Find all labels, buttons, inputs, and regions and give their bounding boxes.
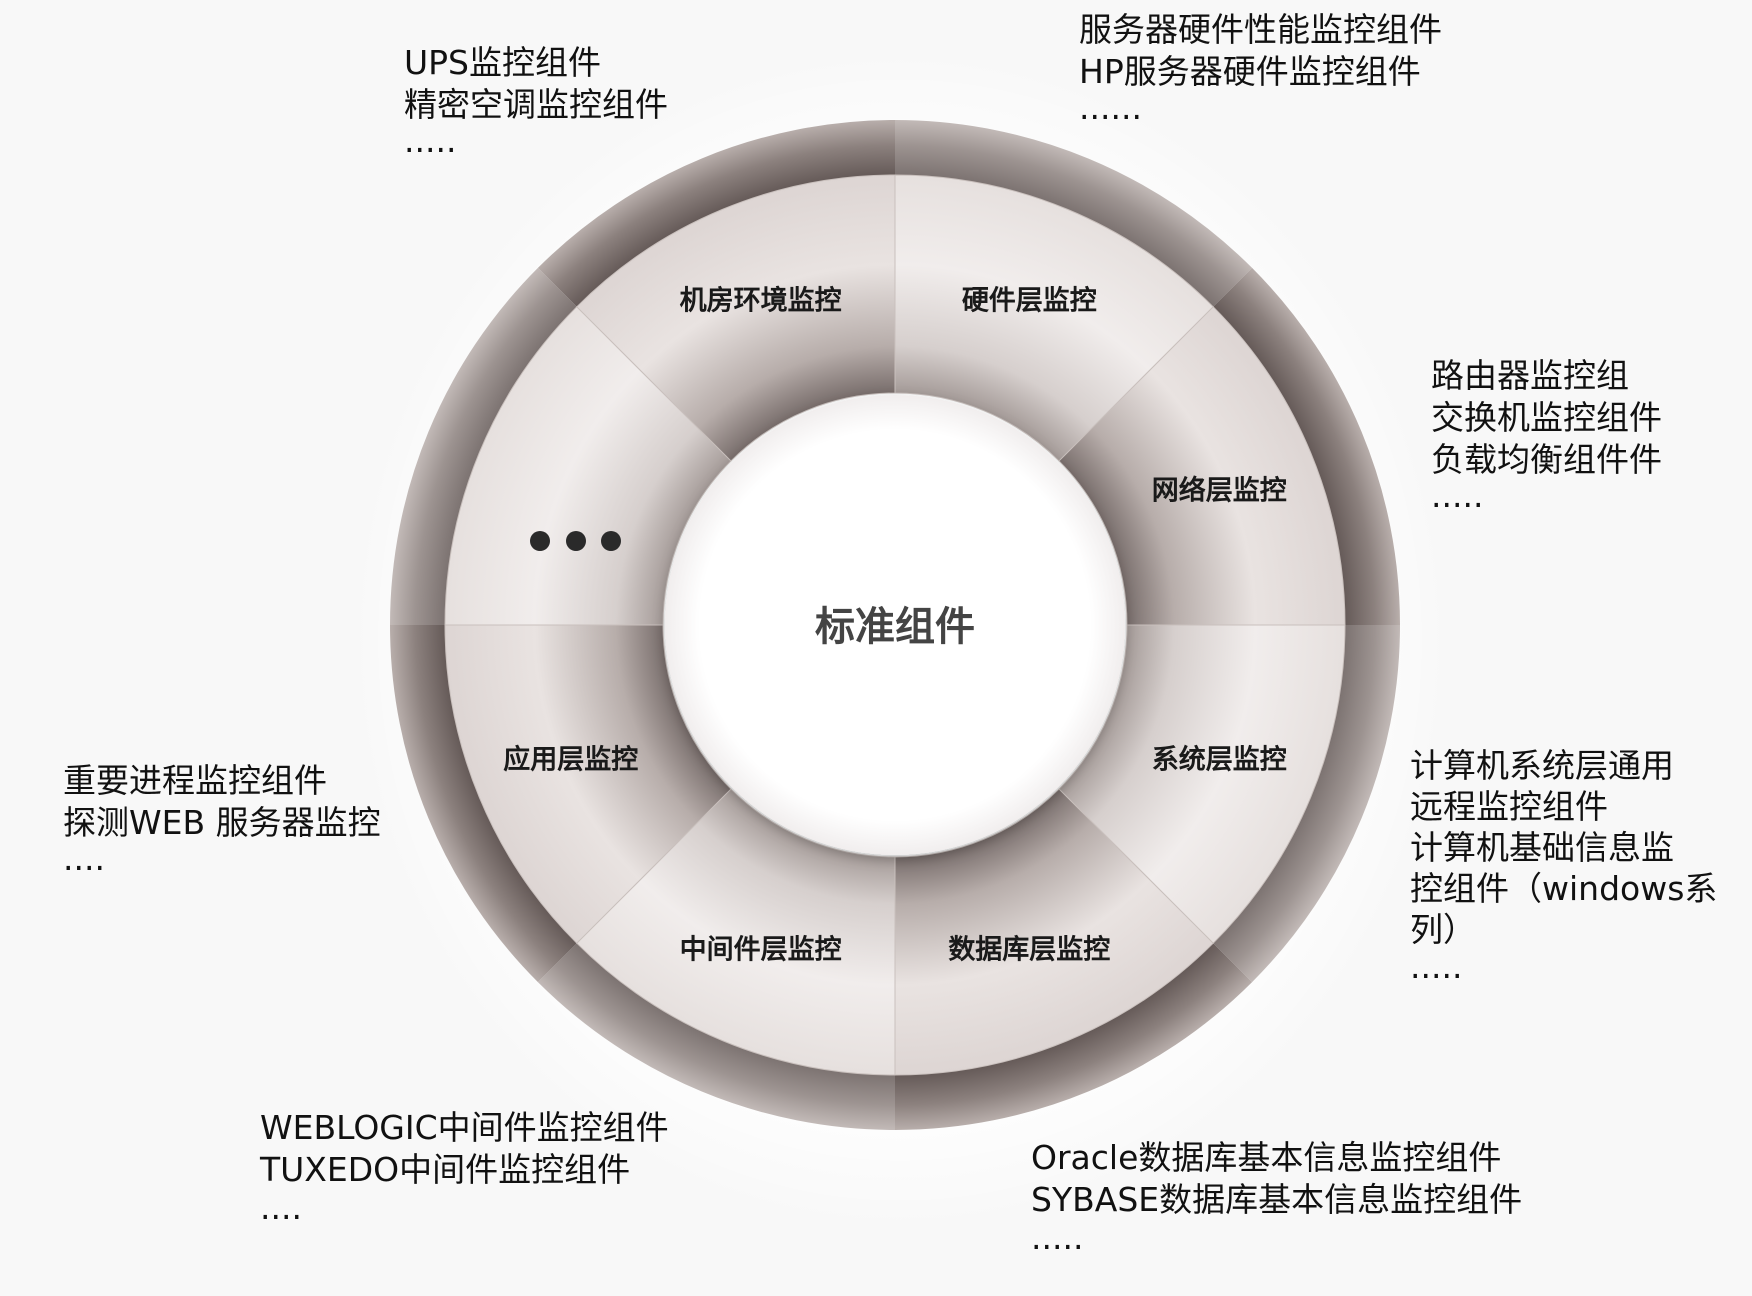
note-line: 计算机系统层通用 <box>1410 746 1674 785</box>
note-line: TUXEDO中间件监控组件 <box>260 1150 631 1189</box>
sector-room <box>576 174 896 462</box>
note-line: ..... <box>1031 1218 1084 1257</box>
note-system: 计算机系统层通用 远程监控组件 计算机基础信息监 控组件（windows系 列）… <box>1410 745 1717 984</box>
note-hardware: 服务器硬件性能监控组件 HP服务器硬件监控组件 ...... <box>1079 9 1442 127</box>
note-line: Oracle数据库基本信息监控组件 <box>1031 1138 1502 1177</box>
sector-ring <box>444 174 1346 1076</box>
segment-label-room: 机房环境监控 <box>680 286 842 317</box>
ring-segment-more <box>390 267 577 625</box>
sector-database <box>894 788 1214 1076</box>
note-line: ...... <box>1079 88 1142 127</box>
note-network: 路由器监控组 交换机监控组件 负载均衡组件件 ..... <box>1431 355 1662 515</box>
note-line: WEBLOGIC中间件监控组件 <box>260 1108 669 1147</box>
sector-system <box>1058 624 1346 944</box>
sector-middleware <box>576 788 896 1076</box>
ring-segment-room <box>537 120 895 307</box>
note-line: 计算机基础信息监 <box>1410 828 1674 867</box>
note-database: Oracle数据库基本信息监控组件 SYBASE数据库基本信息监控组件 ....… <box>1031 1137 1522 1255</box>
center-label: 标准组件 <box>815 604 975 650</box>
outer-ring <box>390 120 1400 1130</box>
note-line: .... <box>260 1188 302 1227</box>
note-line: HP服务器硬件监控组件 <box>1079 52 1421 91</box>
segment-label-database: 数据库层监控 <box>948 934 1110 965</box>
note-line: UPS监控组件 <box>404 43 602 82</box>
segment-label-system: 系统层监控 <box>1152 743 1287 775</box>
ring-segment-middleware <box>537 943 895 1130</box>
ring-segment-hardware <box>895 120 1253 307</box>
sector-hardware <box>894 174 1214 462</box>
note-line: 远程监控组件 <box>1410 787 1608 826</box>
segment-label-application: 应用层监控 <box>503 743 638 775</box>
ellipsis-icon <box>530 531 621 551</box>
ring-segment-network <box>1213 267 1400 625</box>
note-line: 服务器硬件性能监控组件 <box>1079 10 1442 49</box>
note-line: 交换机监控组件 <box>1431 398 1662 437</box>
center-disc <box>665 395 1125 855</box>
note-application: 重要进程监控组件 探测WEB 服务器监控 .... <box>63 760 381 878</box>
note-line: 精密空调监控组件 <box>404 85 668 124</box>
note-line: SYBASE数据库基本信息监控组件 <box>1031 1180 1523 1219</box>
note-middleware: WEBLOGIC中间件监控组件 TUXEDO中间件监控组件 .... <box>260 1107 669 1225</box>
note-line: ..... <box>1431 476 1484 515</box>
ring-segment-system <box>1213 625 1400 983</box>
note-line: 路由器监控组 <box>1431 356 1629 395</box>
note-line: ..... <box>404 121 457 160</box>
sector-network <box>1058 306 1346 626</box>
note-line: 探测WEB 服务器监控 <box>63 803 381 842</box>
sector-more <box>444 306 732 626</box>
note-line: 重要进程监控组件 <box>63 761 327 800</box>
sector-application <box>444 624 732 944</box>
segment-label-network: 网络层监控 <box>1152 475 1287 507</box>
ring-segment-database <box>895 943 1253 1130</box>
note-line: 负载均衡组件件 <box>1431 440 1662 479</box>
note-line: 列） <box>1410 910 1476 949</box>
note-line: ..... <box>1410 947 1463 986</box>
note-line: .... <box>63 839 105 878</box>
segment-label-hardware: 硬件层监控 <box>962 286 1097 317</box>
note-line: 控组件（windows系 <box>1410 869 1718 908</box>
note-room: UPS监控组件 精密空调监控组件 ..... <box>404 42 668 160</box>
ring-segment-application <box>390 625 577 983</box>
segment-label-middleware: 中间件层监控 <box>680 934 842 965</box>
